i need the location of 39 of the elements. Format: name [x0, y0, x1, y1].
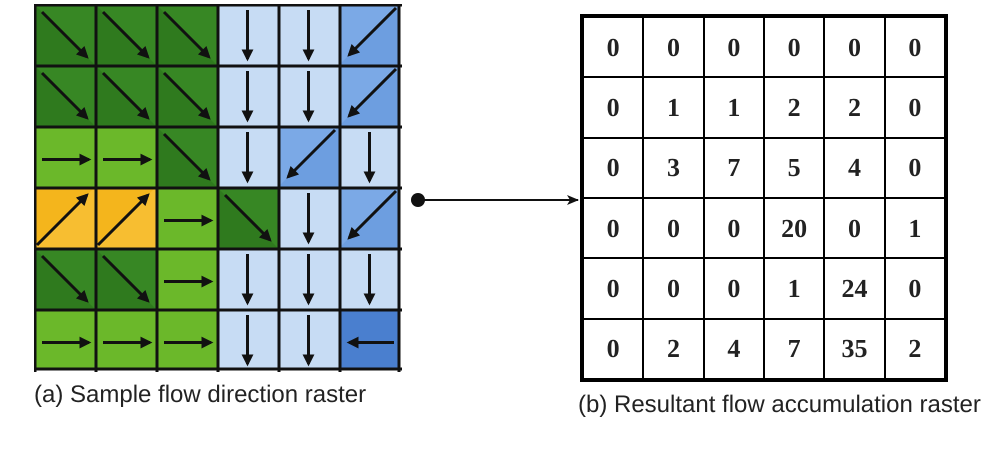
table-cell: 1 [704, 77, 764, 138]
table-cell: 0 [583, 318, 644, 379]
table-cell: 20 [764, 198, 824, 258]
table-cell: 0 [643, 258, 704, 319]
table-cell: 0 [884, 138, 945, 198]
table-cell: 24 [824, 258, 885, 319]
table-cell: 2 [764, 77, 824, 138]
panel-caption: (b) Resultant flow accumulation raster [578, 390, 982, 420]
table-cell: 0 [824, 17, 885, 78]
table-cell: 0 [583, 138, 644, 198]
table-cell: 3 [643, 138, 704, 198]
table-cell: 0 [643, 198, 704, 258]
table-cell: 0 [884, 17, 945, 78]
table-cell: 0 [704, 258, 764, 319]
table-cell: 1 [764, 258, 824, 319]
table-cell: 0 [643, 17, 704, 78]
panel-caption: (a) Sample flow direction raster [34, 380, 368, 410]
table-cell: 0 [704, 198, 764, 258]
table-cell: 0 [583, 17, 644, 78]
table-cell: 1 [643, 77, 704, 138]
table-cell: 2 [824, 77, 885, 138]
table-cell: 35 [824, 318, 885, 379]
table-cell: 0 [583, 258, 644, 319]
table-cell: 2 [884, 318, 945, 379]
table-cell: 0 [704, 17, 764, 78]
table-cell: 2 [643, 318, 704, 379]
table-cell: 1 [884, 198, 945, 258]
table-cell: 0 [824, 198, 885, 258]
table-cell: 7 [704, 138, 764, 198]
table-cell: 0 [884, 77, 945, 138]
table-cell: 5 [764, 138, 824, 198]
table-cell: 0 [764, 17, 824, 78]
table-cell: 4 [704, 318, 764, 379]
arrow [411, 193, 579, 207]
table-cell: 4 [824, 138, 885, 198]
table-cell: 0 [884, 258, 945, 319]
table-cell: 0 [583, 77, 644, 138]
table-cell: 0 [583, 198, 644, 258]
table-cell: 7 [764, 318, 824, 379]
